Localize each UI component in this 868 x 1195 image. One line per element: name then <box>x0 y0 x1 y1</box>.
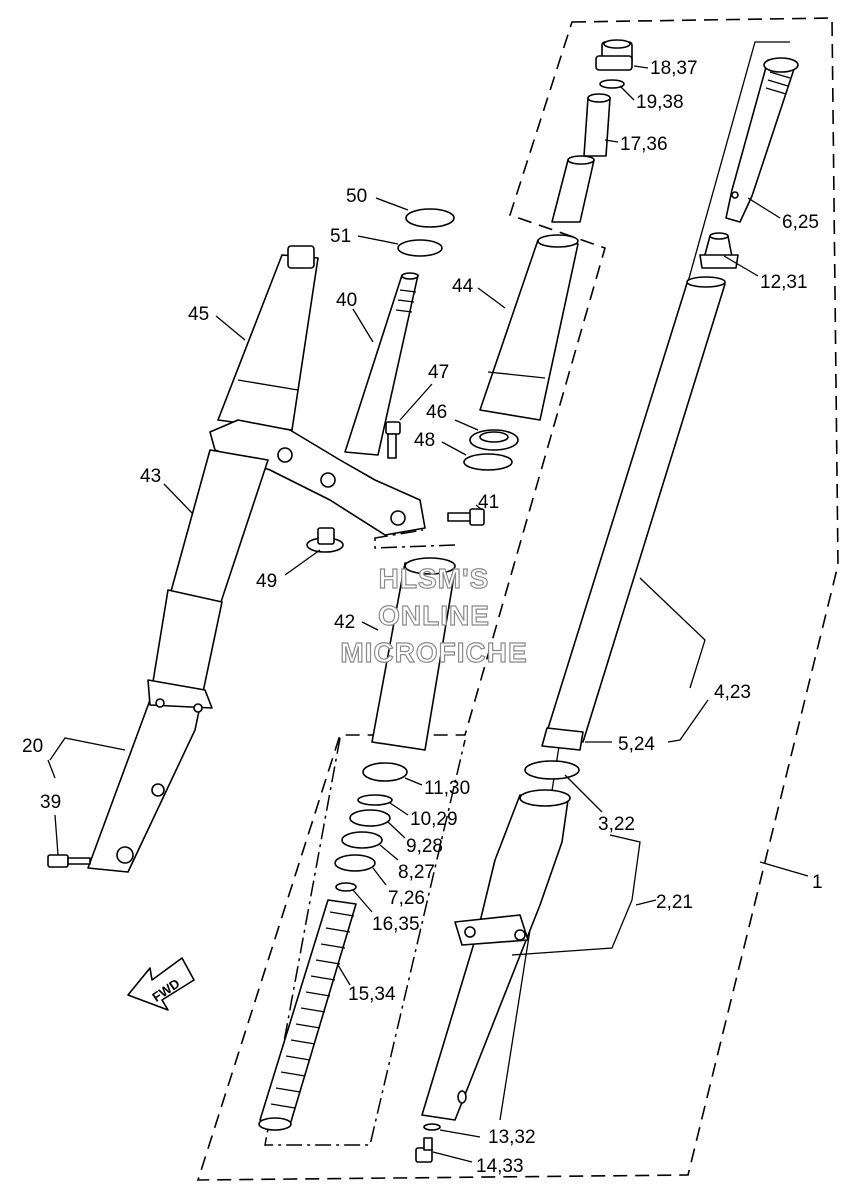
bolt-39 <box>47 854 91 868</box>
watermark-line-3: MICROFICHE <box>340 637 527 668</box>
o-ring-19-38 <box>599 79 625 89</box>
washer-13-32 <box>423 1123 441 1131</box>
callout-45: 45 <box>188 304 209 325</box>
callout-9-28: 9,28 <box>406 836 443 857</box>
bolt-41 <box>447 508 485 526</box>
damper-group-boundary <box>374 529 456 549</box>
clip-10-29 <box>357 794 393 806</box>
cover-44 <box>479 234 579 421</box>
outer-tube-2-21 <box>421 789 571 1121</box>
callout-17-36: 17,36 <box>620 134 668 155</box>
callout-49: 49 <box>256 571 277 592</box>
bolt-47 <box>385 421 401 459</box>
leader-lines <box>47 65 809 1163</box>
callout-19-38: 19,38 <box>636 92 684 113</box>
callout-44: 44 <box>452 276 474 297</box>
nut-46 <box>469 429 519 451</box>
seal-9-28 <box>349 809 391 827</box>
callout-4-23: 4,23 <box>714 682 751 703</box>
watermark-line-2: ONLINE <box>378 600 490 631</box>
damper-rod-6-25 <box>725 57 799 223</box>
dust-seal-11-30 <box>362 762 408 782</box>
callout-8-27: 8,27 <box>398 862 435 883</box>
piston-ring-16-35 <box>335 882 357 892</box>
cover-45 <box>217 245 319 431</box>
bearing-50 <box>405 208 455 228</box>
callout-15-34: 15,34 <box>348 984 396 1005</box>
assembly-1-boundary <box>196 17 839 1181</box>
steering-stem-40 <box>344 272 419 456</box>
spacer-lower <box>551 155 595 223</box>
callout-16-35: 16,35 <box>372 914 420 935</box>
fork-left-43 <box>169 449 269 606</box>
callout-5-24: 5,24 <box>618 734 655 755</box>
washer-8-27 <box>341 831 383 849</box>
callout-2-21: 2,21 <box>656 892 693 913</box>
callout-10-29: 10,29 <box>410 809 458 830</box>
callout-6-25: 6,25 <box>782 212 819 233</box>
tube-42 <box>371 557 456 751</box>
callout-40: 40 <box>336 290 357 311</box>
spacer-17-36 <box>583 93 611 157</box>
callout-11-30: 11,30 <box>424 778 470 799</box>
callout-50: 50 <box>346 186 367 207</box>
callout-3-22: 3,22 <box>598 814 635 835</box>
callout-48: 48 <box>414 430 435 451</box>
callout-39: 39 <box>40 792 61 813</box>
callout-labels: 18,37 19,38 17,36 6,25 12,31 50 51 44 45… <box>22 58 823 1177</box>
washer-51 <box>397 239 443 257</box>
watermark-line-1: HLSM'S <box>379 563 490 594</box>
fwd-arrow-icon: FWD <box>127 957 195 1011</box>
callout-46: 46 <box>426 402 447 423</box>
cap-bolt-18-37 <box>595 39 633 71</box>
bushing-7-26 <box>334 854 376 872</box>
fork-left-20 <box>87 589 223 873</box>
callout-51: 51 <box>330 226 351 247</box>
callout-18-37: 18,37 <box>650 58 698 79</box>
callout-12-31: 12,31 <box>760 272 808 293</box>
callout-42: 42 <box>334 612 355 633</box>
spring-group-boundary <box>264 737 466 1146</box>
callout-47: 47 <box>428 362 449 383</box>
callout-43: 43 <box>140 466 161 487</box>
callout-20: 20 <box>22 736 43 757</box>
callout-41: 41 <box>478 492 499 513</box>
callout-1: 1 <box>812 872 823 893</box>
oil-seal-3-22 <box>524 760 580 780</box>
inner-tube-4-23 <box>541 276 726 751</box>
nut-49 <box>306 527 344 553</box>
callout-13-32: 13,32 <box>488 1127 536 1148</box>
drain-bolt-14-33 <box>415 1137 433 1163</box>
taper-spindle-12-31 <box>699 232 739 269</box>
spring-15-34 <box>258 899 357 1131</box>
callout-14-33: 14,33 <box>476 1156 524 1177</box>
callout-7-26: 7,26 <box>388 888 425 909</box>
washer-48 <box>463 453 513 471</box>
